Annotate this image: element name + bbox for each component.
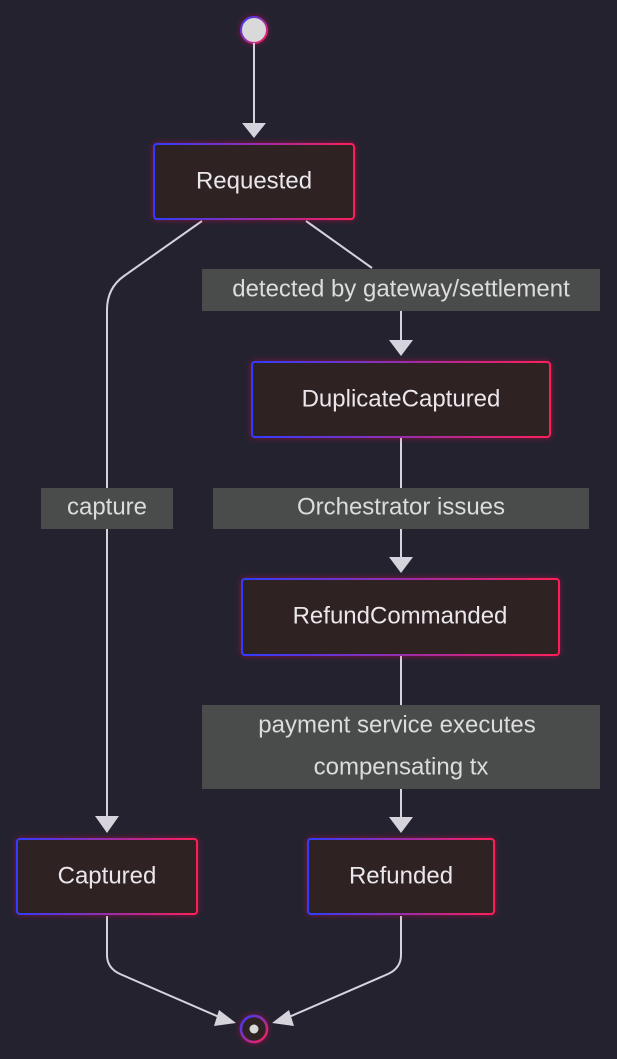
arrowhead-refunded: [389, 817, 413, 833]
state-refund-commanded-label: RefundCommanded: [293, 602, 508, 629]
edge-captured-to-end: [106, 916, 227, 1021]
arrowhead-duplicate: [389, 340, 413, 356]
end-node: [239, 1014, 269, 1044]
arrowhead-requested: [242, 123, 266, 138]
transition-label-capture-text: capture: [67, 493, 147, 520]
transition-label-detected: detected by gateway/settlement: [202, 269, 600, 311]
transition-label-orchestrator-text: Orchestrator issues: [297, 493, 505, 520]
transition-label-payment-line2: compensating tx: [314, 753, 489, 780]
edge-requested-to-duplicate: [305, 220, 402, 345]
state-refund-commanded: RefundCommanded: [241, 578, 560, 656]
edge-requested-to-captured: [106, 220, 203, 820]
arrowhead-end-right: [272, 1010, 294, 1026]
transition-label-orchestrator: Orchestrator issues: [213, 488, 589, 529]
arrowhead-refund-commanded: [389, 557, 413, 573]
edge-refunded-to-end: [281, 916, 402, 1021]
arrowhead-end-left: [214, 1010, 236, 1026]
arrowhead-captured: [95, 816, 119, 833]
transition-label-detected-text: detected by gateway/settlement: [232, 275, 570, 302]
state-refunded-label: Refunded: [349, 862, 453, 889]
transition-label-payment-service: payment service executes compensating tx: [202, 705, 600, 789]
start-node: [240, 16, 268, 44]
transition-label-payment-line1: payment service executes: [258, 711, 535, 738]
transition-label-capture: capture: [41, 488, 173, 529]
state-requested-label: Requested: [196, 167, 312, 194]
state-captured: Captured: [16, 838, 198, 915]
state-refunded: Refunded: [307, 838, 495, 915]
state-captured-label: Captured: [58, 862, 157, 889]
state-requested: Requested: [153, 143, 355, 220]
state-duplicate-captured-label: DuplicateCaptured: [302, 385, 501, 412]
state-duplicate-captured: DuplicateCaptured: [251, 361, 551, 438]
